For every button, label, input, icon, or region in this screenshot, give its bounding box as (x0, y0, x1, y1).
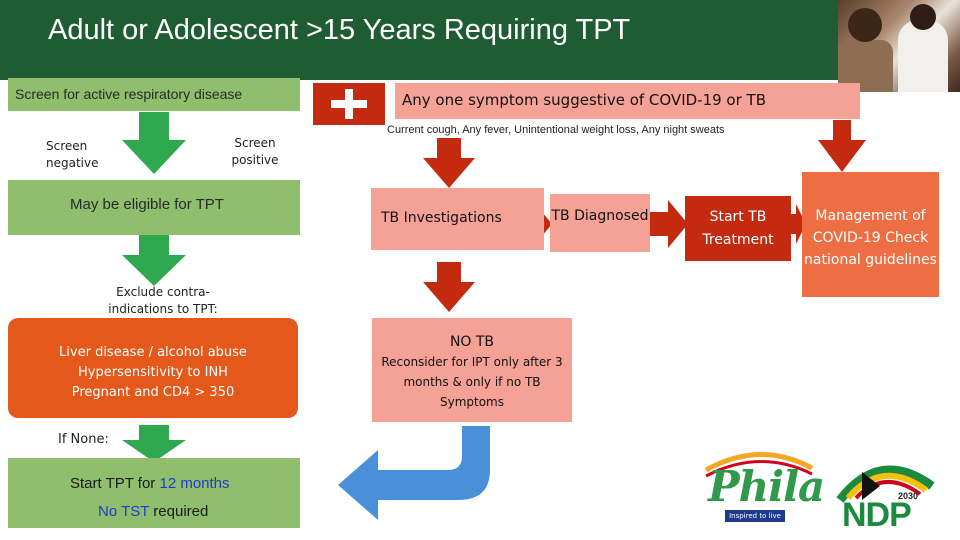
ndp-year: 2030 (898, 491, 919, 501)
ndp-logo-text: NDP (842, 496, 912, 534)
contraindications-box: Liver disease / alcohol abuse Hypersensi… (8, 318, 298, 418)
down-arrow-icon (122, 112, 186, 174)
title-bar (0, 0, 838, 80)
start-tpt-line: Start TPT for 12 months (70, 475, 230, 492)
plus-icon (313, 83, 385, 125)
no-tb-label: NO TB (449, 334, 495, 350)
reconsider-line: Symptoms (439, 395, 504, 409)
no-tst: No TST (98, 503, 150, 520)
tpt-duration: 12 months (159, 475, 230, 492)
start-tpt-box: Start TPT for 12 months No TST required (8, 458, 300, 528)
management-box: Management of COVID-19 Check national gu… (802, 172, 939, 297)
screen-box: Screen for active respiratory disease (8, 78, 300, 111)
screen-positive-label: Screen positive (231, 136, 279, 167)
down-arrow-icon (818, 120, 866, 172)
down-arrow-icon (122, 425, 186, 462)
contraindication-item: Pregnant and CD4 > 350 (71, 385, 235, 400)
right-arrow-icon (791, 204, 806, 244)
contraindication-item: Hypersensitivity to INH (78, 365, 228, 380)
down-arrow-icon (423, 138, 475, 188)
no-tst-line: No TST required (98, 503, 209, 520)
symptom-list: Current cough, Any fever, Unintentional … (387, 124, 725, 136)
eligible-box: May be eligible for TPT (8, 180, 300, 235)
tb-investigations-box: TB Investigations (371, 188, 544, 250)
reconsider-line: Reconsider for IPT only after 3 (381, 355, 563, 369)
phila-logo-text: Phila (708, 462, 825, 511)
symptom-heading-box: Any one symptom suggestive of COVID-19 o… (395, 83, 860, 119)
ndp-logo-icon (836, 465, 935, 503)
reconsider-line: months & only if no TB (403, 375, 541, 389)
tb-diagnosed-box: TB Diagnosed (550, 194, 650, 252)
exclude-label: Exclude contra-indications to TPT: (108, 285, 218, 316)
u-turn-arrow-icon (338, 426, 490, 520)
down-arrow-icon (423, 262, 475, 312)
phila-tagline: Inspired to live (725, 510, 785, 522)
no-tb-box: NO TB Reconsider for IPT only after 3 mo… (372, 318, 572, 422)
contraindication-item: Liver disease / alcohol abuse (59, 345, 247, 360)
start-tb-treatment-box: Start TB Treatment (685, 196, 791, 261)
header-photo (838, 0, 960, 92)
if-none-label: If None: (58, 432, 109, 447)
screen-negative-label: Screen negative (46, 139, 99, 170)
phila-logo-icon (704, 452, 814, 478)
right-arrow-icon (650, 200, 688, 248)
down-arrow-icon (122, 235, 186, 286)
page-title: Adult or Adolescent >15 Years Requiring … (48, 14, 631, 46)
